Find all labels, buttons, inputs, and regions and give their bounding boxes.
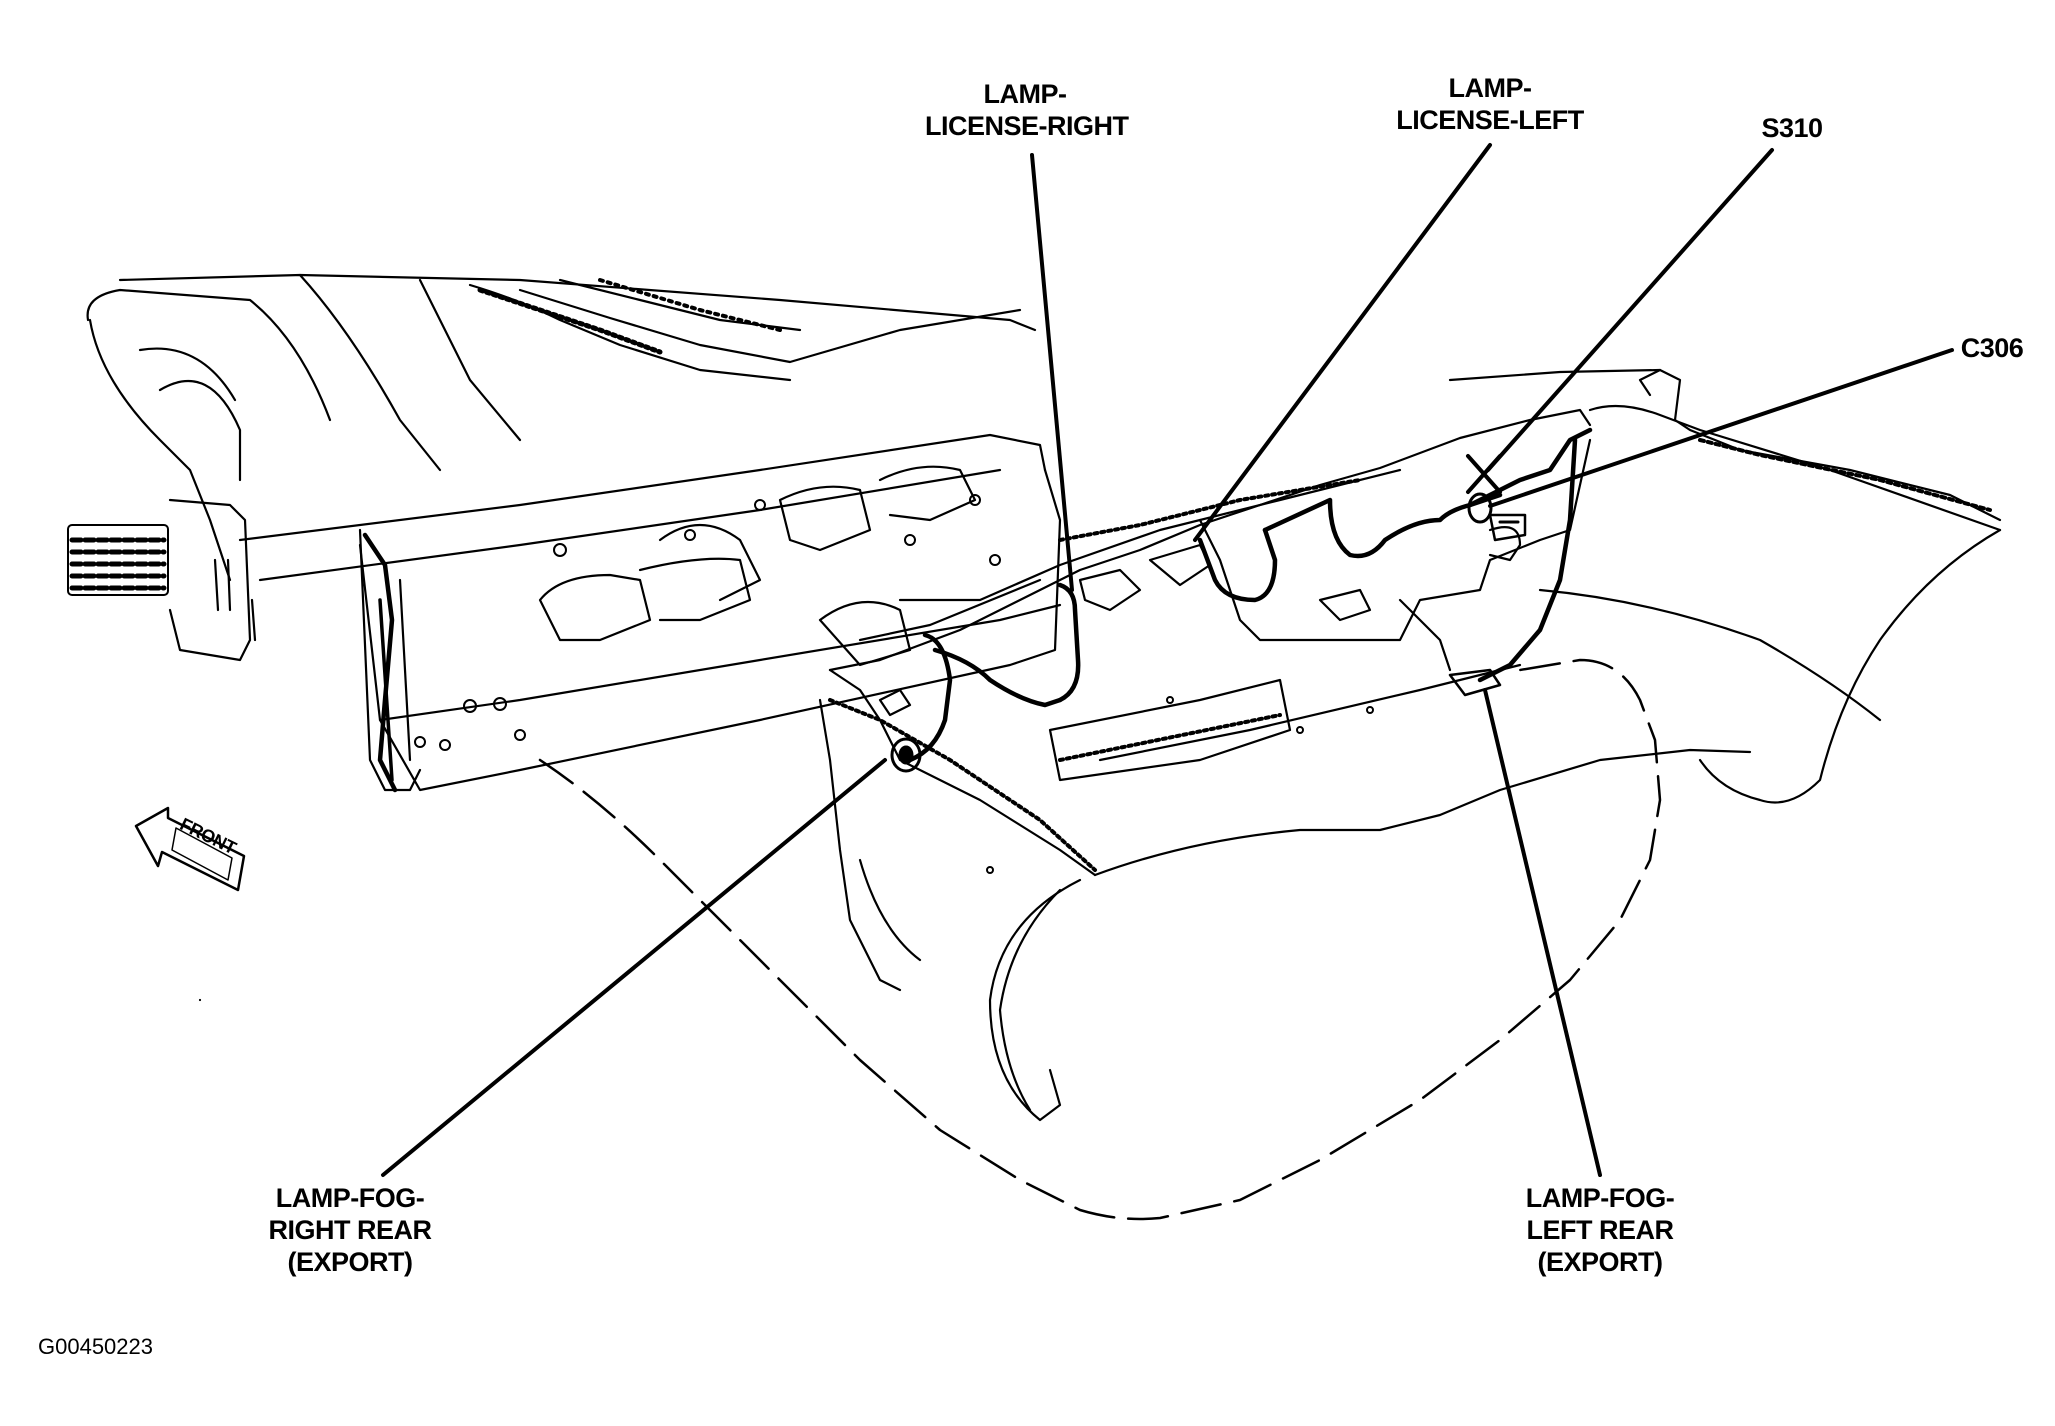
fog-lamp-right-connector bbox=[890, 737, 922, 773]
label-line: LAMP- bbox=[1448, 73, 1532, 103]
leader-license-right bbox=[1030, 153, 1074, 592]
label-line: (EXPORT) bbox=[1537, 1247, 1663, 1277]
label-line: (EXPORT) bbox=[287, 1247, 413, 1277]
leader-fog-left bbox=[1483, 688, 1602, 1177]
leader-lines bbox=[381, 143, 1954, 1177]
vehicle-body-structure bbox=[67, 273, 1062, 1002]
leader-license-left bbox=[1193, 143, 1492, 542]
label-line: LICENSE-LEFT bbox=[1396, 105, 1584, 135]
label-lamp-license-right: LAMP- LICENSE-RIGHT bbox=[925, 78, 1129, 142]
label-line: C306 bbox=[1960, 333, 2024, 363]
label-lamp-license-left: LAMP- LICENSE-LEFT bbox=[1390, 72, 1590, 136]
figure-id: G00450223 bbox=[38, 1334, 153, 1359]
leader-c306 bbox=[1488, 348, 1954, 508]
label-lamp-fog-right-rear: LAMP-FOG- RIGHT REAR (EXPORT) bbox=[250, 1182, 450, 1278]
connector-c306-mark bbox=[1467, 492, 1493, 524]
label-c306: C306 bbox=[1952, 332, 2032, 364]
rear-bumper-fascia bbox=[818, 368, 2002, 1122]
label-line: LAMP-FOG- bbox=[275, 1183, 425, 1213]
label-s310: S310 bbox=[1752, 112, 1832, 144]
wiring-harness bbox=[362, 427, 1593, 793]
bumper-outline-dashed bbox=[538, 658, 1662, 1221]
front-direction-arrow bbox=[134, 806, 246, 892]
leader-s310 bbox=[1486, 148, 1774, 472]
label-line: S310 bbox=[1761, 113, 1823, 143]
leader-fog-right bbox=[381, 758, 887, 1177]
label-line: LAMP-FOG- bbox=[1525, 1183, 1675, 1213]
label-line: LICENSE-RIGHT bbox=[925, 111, 1129, 141]
label-lamp-fog-left-rear: LAMP-FOG- LEFT REAR (EXPORT) bbox=[1500, 1182, 1700, 1278]
label-line: LAMP- bbox=[983, 79, 1067, 109]
label-line: LEFT REAR bbox=[1526, 1215, 1675, 1245]
label-line: RIGHT REAR bbox=[268, 1215, 433, 1245]
